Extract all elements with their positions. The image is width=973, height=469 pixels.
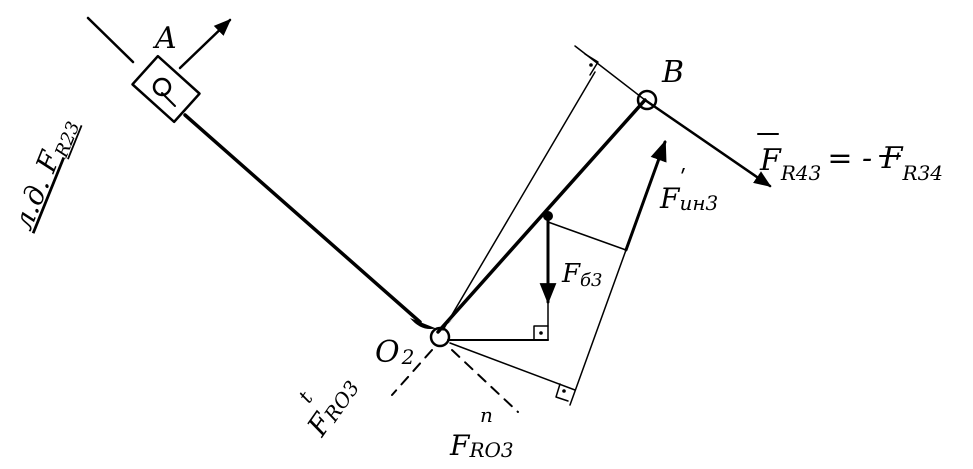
joint-b — [636, 89, 658, 111]
link-o2-b — [436, 98, 647, 334]
slider-block — [131, 54, 201, 124]
label-reaction-normal: FRO3 n — [449, 403, 514, 462]
label-point-b: B — [661, 55, 684, 90]
label-point-a: A — [152, 21, 177, 56]
right-angle-mark-top — [584, 53, 599, 76]
label-force-inertia-prime: ʹ — [680, 167, 686, 192]
lever-arm-line-b — [442, 71, 596, 331]
reaction-tangential-dashed — [391, 349, 433, 396]
right-angle-dot-weight — [539, 331, 543, 335]
label-force-inertia: Fин3 — [659, 182, 718, 215]
label-line-of-action: л.д. FR23 — [6, 113, 85, 236]
svg-text:t: t — [293, 386, 318, 407]
inertia-arm-line-o2 — [449, 342, 576, 391]
reaction-normal-dashed — [451, 349, 519, 413]
joint-o2 — [429, 326, 451, 348]
slider-guide-line — [86, 16, 135, 64]
right-angle-mark-weight — [533, 325, 549, 341]
pivot-base-o2 — [410, 318, 455, 330]
label-force-weight: Fб3 — [561, 259, 603, 291]
inertia-arm-line-cm — [547, 221, 627, 251]
svg-text:FR43= - FR34: FR43= - FR34 — [759, 141, 943, 185]
right-angle-mark-inertia — [555, 383, 569, 402]
svg-text:n: n — [480, 403, 493, 427]
inertia-force-line — [569, 249, 627, 406]
velocity-arrow-a — [178, 18, 232, 70]
inertia-force-arrow — [624, 140, 667, 252]
right-angle-dot-inertia — [562, 389, 566, 393]
force-r43-arrow — [643, 98, 772, 188]
link-o2-a — [183, 113, 422, 324]
svg-text:FRO3: FRO3 — [300, 371, 364, 443]
joint-a — [152, 77, 172, 97]
label-reaction-tangential: FRO3 t — [293, 371, 364, 443]
right-angle-dot-top — [589, 63, 593, 67]
svg-text:л.д. FR23: л.д. FR23 — [6, 113, 85, 236]
label-force-r43: FR43= - FR34 — [757, 133, 943, 185]
svg-text:FRO3: FRO3 — [449, 429, 514, 462]
